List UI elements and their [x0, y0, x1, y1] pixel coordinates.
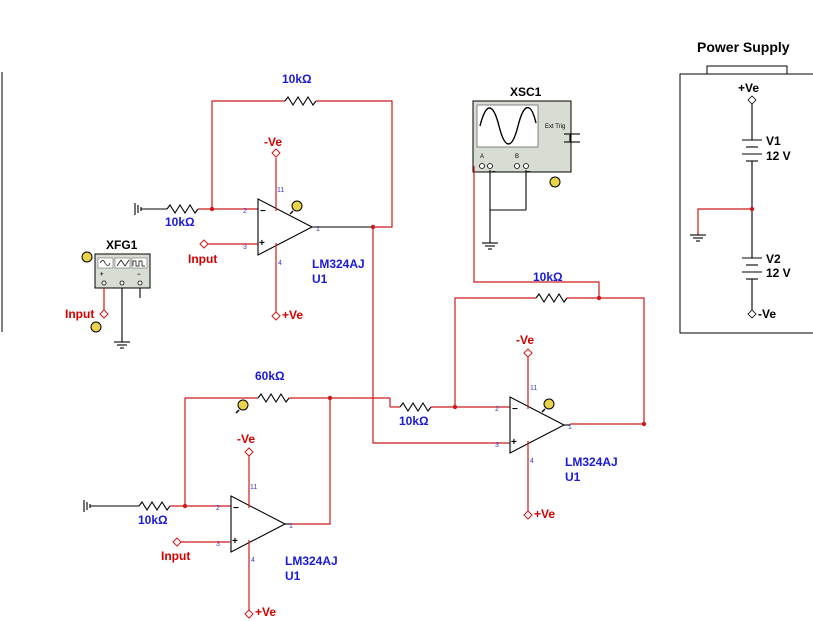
bottom-pos-supply-label: +Ve	[255, 605, 276, 619]
pos-rail-label: +Ve	[738, 81, 759, 95]
bottom-feedback-resistor[interactable]	[257, 392, 290, 404]
right-opamp-part-label: LM324AJ	[565, 455, 618, 469]
top-pos-supply-label: +Ve	[282, 308, 303, 322]
svg-text:Ext Trig: Ext Trig	[545, 124, 565, 130]
right-input-resistor[interactable]	[399, 401, 432, 413]
svg-text:2: 2	[243, 208, 247, 215]
right-pos-supply-label: +Ve	[534, 507, 555, 521]
svg-text:3: 3	[216, 541, 220, 548]
bottom-input-label: Input	[161, 549, 190, 563]
svg-text:B: B	[515, 154, 519, 160]
top-opamp-part-label: LM324AJ	[312, 257, 365, 271]
svg-text:−: −	[233, 503, 239, 514]
right-opamp[interactable]	[509, 396, 566, 454]
svg-text:11: 11	[530, 385, 537, 392]
bottom-feedback-resistor-label: 60kΩ	[255, 369, 285, 383]
svg-text:−: −	[137, 272, 141, 278]
top-opamp-circuit[interactable]: 10kΩ 10kΩ − + 2 3 1 11 4 -Ve +Ve Input L…	[134, 72, 393, 322]
oscilloscope-xsc1[interactable]: XSC1 Ext Trig A B _ _	[472, 85, 600, 298]
svg-text:3: 3	[495, 442, 499, 449]
power-supply-panel: Power Supply +Ve V1 12 V -Ve V2 12 V	[679, 39, 813, 334]
svg-text:+: +	[232, 536, 238, 547]
v1-value: 12 V	[766, 149, 791, 163]
bottom-input-resistor-label: 10kΩ	[138, 513, 168, 527]
top-input-resistor-label: 10kΩ	[165, 215, 195, 229]
probe-icon	[235, 399, 249, 414]
right-neg-supply-label: -Ve	[516, 333, 534, 347]
bottom-opamp-part-label: LM324AJ	[285, 554, 338, 568]
top-input-resistor[interactable]	[166, 203, 199, 215]
bottom-input-resistor[interactable]	[138, 500, 171, 512]
xfg1-label: XFG1	[106, 238, 138, 252]
probe-icon	[289, 200, 303, 215]
svg-text:A: A	[480, 154, 484, 160]
top-feedback-resistor-label: 10kΩ	[282, 72, 312, 86]
svg-text:4: 4	[530, 458, 534, 465]
xfg1-input-label: Input	[65, 307, 94, 321]
ground-symbol	[134, 203, 167, 215]
svg-text:1: 1	[568, 424, 572, 431]
svg-text:+: +	[100, 272, 104, 278]
bottom-opamp[interactable]	[230, 495, 287, 553]
right-opamp-ref-label: U1	[565, 470, 581, 484]
right-opamp-circuit[interactable]: 10kΩ 10kΩ − + 2 3 1 11 4 -Ve +Ve LM324AJ…	[330, 227, 647, 521]
svg-text:2: 2	[216, 505, 220, 512]
power-supply-title: Power Supply	[697, 39, 790, 55]
svg-text:4: 4	[251, 557, 255, 564]
svg-text:+: +	[511, 437, 517, 448]
svg-text:11: 11	[277, 187, 284, 194]
bottom-opamp-ref-label: U1	[285, 569, 301, 583]
svg-text:−: −	[260, 206, 266, 217]
svg-text:_: _	[526, 166, 531, 172]
svg-text:1: 1	[316, 226, 320, 233]
probe-icon	[81, 251, 102, 333]
top-input-label: Input	[188, 252, 217, 266]
svg-text:11: 11	[250, 484, 257, 491]
bottom-neg-supply-label: -Ve	[237, 432, 255, 446]
function-generator-xfg1[interactable]: XFG1 + − Input	[65, 238, 151, 349]
top-neg-supply-label: -Ve	[264, 135, 282, 149]
right-feedback-resistor[interactable]	[535, 292, 568, 304]
probe-icon	[541, 398, 555, 413]
svg-text:2: 2	[495, 406, 499, 413]
probe-icon	[549, 176, 561, 188]
svg-text:−: −	[512, 404, 518, 415]
svg-text:1: 1	[289, 523, 293, 530]
bottom-opamp-circuit[interactable]: 10kΩ 60kΩ − + 2 3 1 11 4 -Ve +Ve Input L…	[83, 369, 338, 619]
v2-value: 12 V	[766, 266, 791, 280]
neg-rail-label: -Ve	[758, 307, 776, 321]
right-input-resistor-label: 10kΩ	[399, 414, 429, 428]
svg-text:+: +	[259, 238, 265, 249]
svg-text:_: _	[491, 166, 496, 172]
right-feedback-resistor-label: 10kΩ	[533, 270, 563, 284]
top-opamp-ref-label: U1	[312, 272, 328, 286]
top-opamp[interactable]	[257, 198, 314, 256]
svg-text:4: 4	[278, 260, 282, 267]
v1-name: V1	[766, 134, 781, 148]
top-feedback-resistor[interactable]	[284, 95, 317, 107]
ground-symbol	[83, 500, 139, 512]
v2-name: V2	[766, 252, 781, 266]
xsc1-label: XSC1	[510, 85, 542, 99]
svg-text:3: 3	[243, 244, 247, 251]
